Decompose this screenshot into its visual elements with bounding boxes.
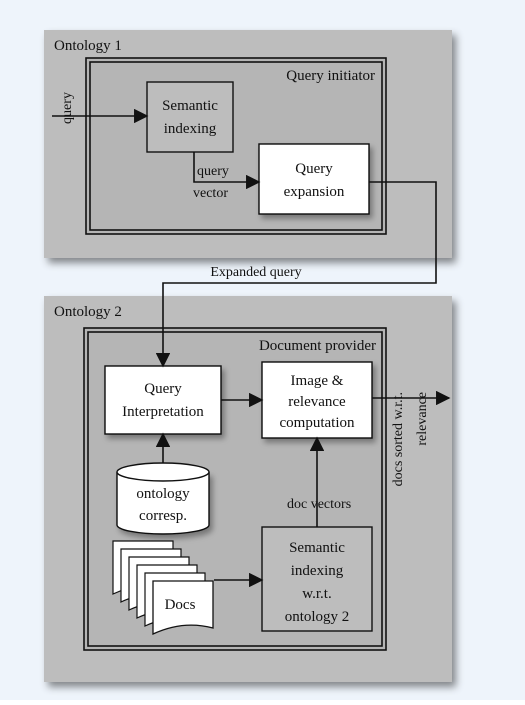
output-label-line-1: docs sorted w.r.t. [391,392,406,486]
query-interpretation-line-1: Query [144,381,182,397]
semantic-indexing-line-2: indexing [164,121,217,137]
semantic-indexing-o2-line-3: w.r.t. [302,586,331,602]
ontology2-title: Ontology 2 [54,304,122,320]
ontology2-panel: Ontology 2 Document provider Query Inter… [44,296,452,682]
query-expansion-box: Query expansion [258,143,370,215]
query-vector-line-1: query [197,164,229,179]
query-input-label: query [60,92,75,124]
query-interpretation-box: Query Interpretation [104,365,222,435]
query-vector-arrow [193,152,261,190]
relevance-computation-line-1: Image & [291,373,344,389]
query-expansion-line-1: Query [295,161,333,177]
query-interpretation-line-2: Interpretation [122,404,204,420]
ontology-corresp-line-1: ontology [136,486,190,502]
doc-vectors-label: doc vectors [287,497,351,512]
query-vector-line-2: vector [193,186,228,201]
semantic-indexing-o2-box: Semantic indexing w.r.t. ontology 2 [261,526,373,632]
ontology1-title: Ontology 1 [54,38,122,54]
semantic-indexing-o2-line-4: ontology 2 [285,609,350,625]
docs-stack-icon: Docs [112,540,214,636]
ontology1-panel: Ontology 1 Query initiator Semantic inde… [44,30,452,258]
ontology-correspondence-cylinder: ontology corresp. [116,462,210,535]
output-label-line-2: relevance [415,392,430,446]
query-expansion-line-2: expansion [284,184,345,200]
expanded-query-label: Expanded query [210,265,301,280]
relevance-computation-line-2: relevance [288,394,346,410]
expanded-query-arrow [155,181,437,368]
semantic-indexing-o2-line-2: indexing [291,563,344,579]
semantic-indexing-box: Semantic indexing [146,81,234,153]
semantic-indexing-line-1: Semantic [162,98,218,114]
semantic-indexing-o2-line-1: Semantic [289,540,345,556]
relevance-computation-box: Image & relevance computation [261,361,373,439]
docs-label: Docs [165,597,196,613]
document-provider-label: Document provider [259,338,376,354]
ontology-corresp-line-2: corresp. [139,508,187,524]
relevance-computation-line-3: computation [280,415,355,431]
query-initiator-label: Query initiator [286,68,375,84]
